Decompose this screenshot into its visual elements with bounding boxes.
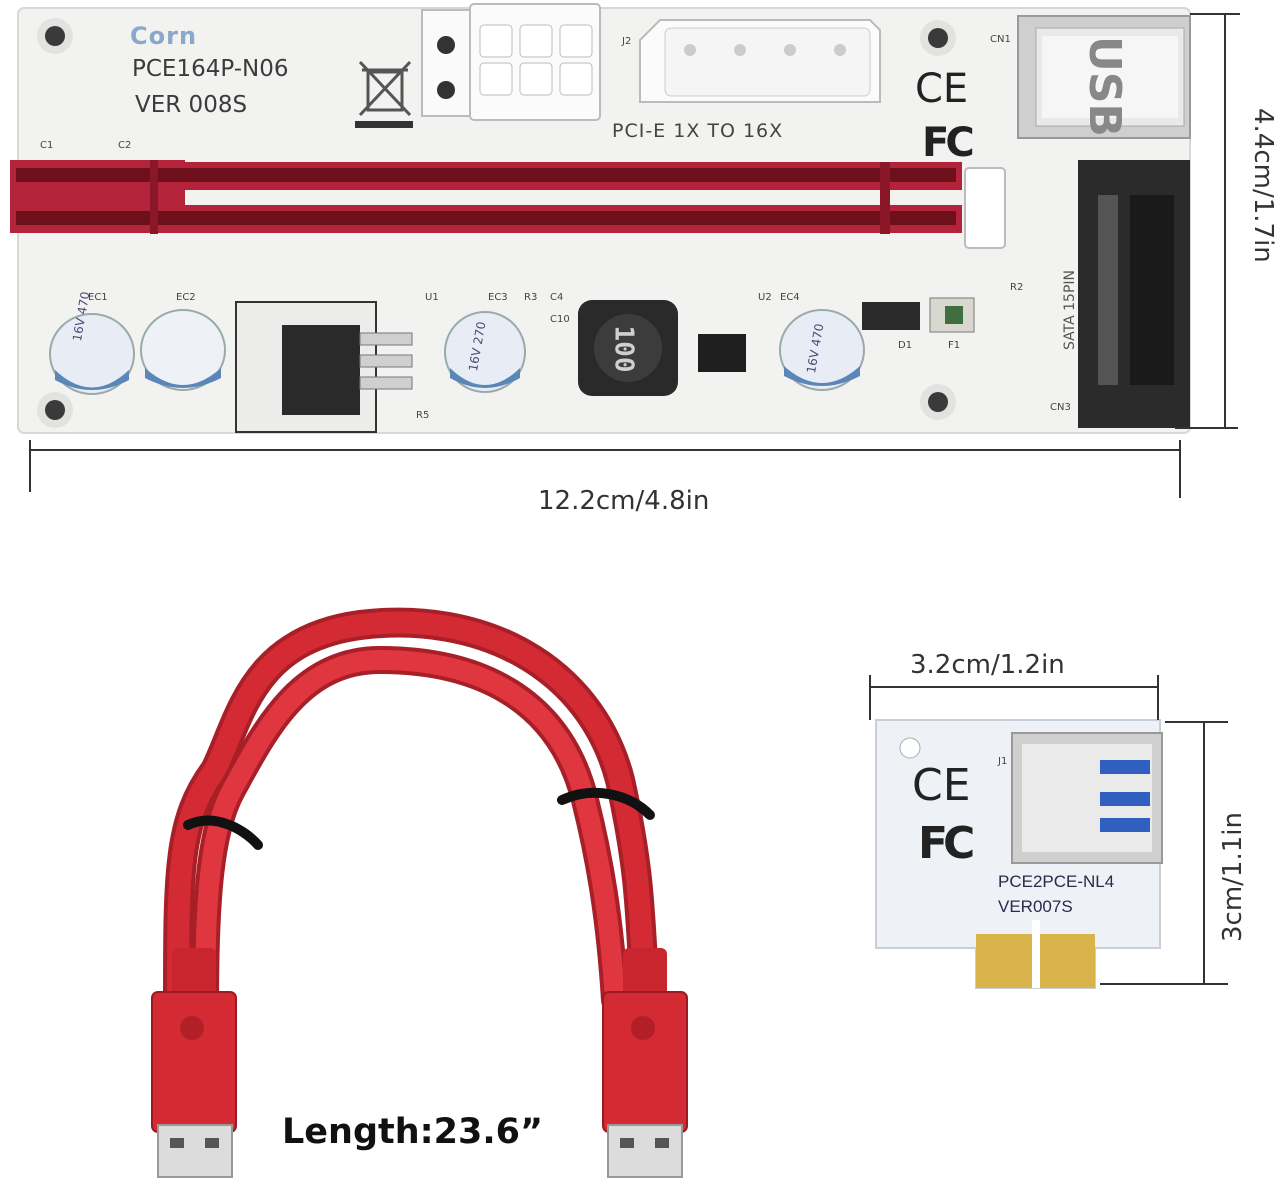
usb-plug-right [602, 948, 688, 1178]
molex-power-connector [639, 19, 881, 103]
silkscreen-j2: J2 [622, 36, 632, 47]
silkscreen-ec2: EC2 [176, 292, 196, 303]
usb-port-label: USB [1079, 36, 1130, 137]
cable-length-label: Length:23.6” [282, 1112, 544, 1152]
mounting-hole-top-mid [920, 20, 956, 56]
dimension-lines [29, 13, 1240, 985]
silkscreen-r3: R3 [524, 292, 538, 303]
silkscreen-u1: U1 [425, 292, 439, 303]
weee-bar [355, 121, 413, 128]
usb-blue-tongue-top [1100, 760, 1150, 774]
riser-board [10, 3, 1191, 434]
inductor [578, 300, 678, 396]
silkscreen-r2: R2 [1010, 282, 1024, 293]
ce-mark: CE [915, 66, 969, 112]
adapter-fc-mark: FC [918, 818, 975, 869]
silkscreen-ec1: EC1 [88, 292, 108, 303]
silkscreen-c4: C4 [550, 292, 564, 303]
silkscreen-f1: F1 [948, 340, 961, 351]
capacitor-ec2 [140, 309, 226, 391]
brand-logo: Corn [130, 22, 198, 50]
adapter-height-label: 3cm/1.1in [1218, 812, 1248, 942]
board-width-label: 12.2cm/4.8in [538, 486, 710, 516]
diode-d1 [862, 302, 920, 330]
capacitor-ec4 [779, 309, 865, 391]
usb-plug-left [151, 948, 237, 1178]
usb3-port [1017, 15, 1191, 139]
silkscreen-c1: C1 [40, 140, 54, 151]
riser-model-label: PCE164P-N06 [132, 56, 289, 82]
silkscreen-u2: U2 [758, 292, 772, 303]
gold-fingers-short [976, 934, 1032, 988]
silkscreen-ec4: EC4 [780, 292, 800, 303]
capacitor-ec1 [49, 313, 135, 395]
adapter-board [875, 719, 1163, 989]
sata-label: SATA 15PIN [1062, 270, 1078, 350]
six-pin-power-connector [421, 3, 601, 121]
controller-chip [698, 334, 746, 372]
capacitor-ec3 [444, 311, 526, 393]
usb-blue-tongue-middle [1100, 792, 1150, 806]
usb-blue-tongue-bottom [1100, 818, 1150, 832]
mounting-hole-top-left [37, 18, 73, 54]
pcie-x16-slot [10, 160, 1006, 249]
slot-label: PCI-E 1X TO 16X [612, 120, 784, 142]
silkscreen-cn3: CN3 [1050, 402, 1071, 413]
fc-mark: FC [922, 120, 975, 166]
sata-connector [1078, 160, 1190, 428]
adapter-version-label: VER007S [998, 897, 1073, 916]
gold-fingers-long [1040, 934, 1095, 988]
adapter-model-label: PCE2PCE-NL4 [998, 872, 1115, 891]
board-height-label: 4.4cm/1.7in [1248, 108, 1278, 263]
silkscreen-c10: C10 [550, 314, 570, 325]
adapter-ce-mark: CE [912, 760, 971, 811]
voltage-regulator [235, 301, 413, 433]
silkscreen-cn1: CN1 [990, 34, 1011, 45]
riser-version-label: VER 008S [135, 92, 248, 118]
silkscreen-r5: R5 [416, 410, 430, 421]
silkscreen-ec3: EC3 [488, 292, 508, 303]
inductor-mark: 100 [608, 325, 639, 373]
adapter-width-label: 3.2cm/1.2in [910, 650, 1065, 680]
adapter-silkscreen-j1: J1 [998, 756, 1008, 767]
fuse-element [945, 306, 963, 324]
weee-bin-icon [358, 60, 412, 117]
silkscreen-c2: C2 [118, 140, 132, 151]
mounting-hole-bottom-left [37, 392, 73, 428]
usb-cable [163, 607, 660, 1020]
mounting-hole-bottom-mid [920, 384, 956, 420]
silkscreen-d1: D1 [898, 340, 913, 351]
